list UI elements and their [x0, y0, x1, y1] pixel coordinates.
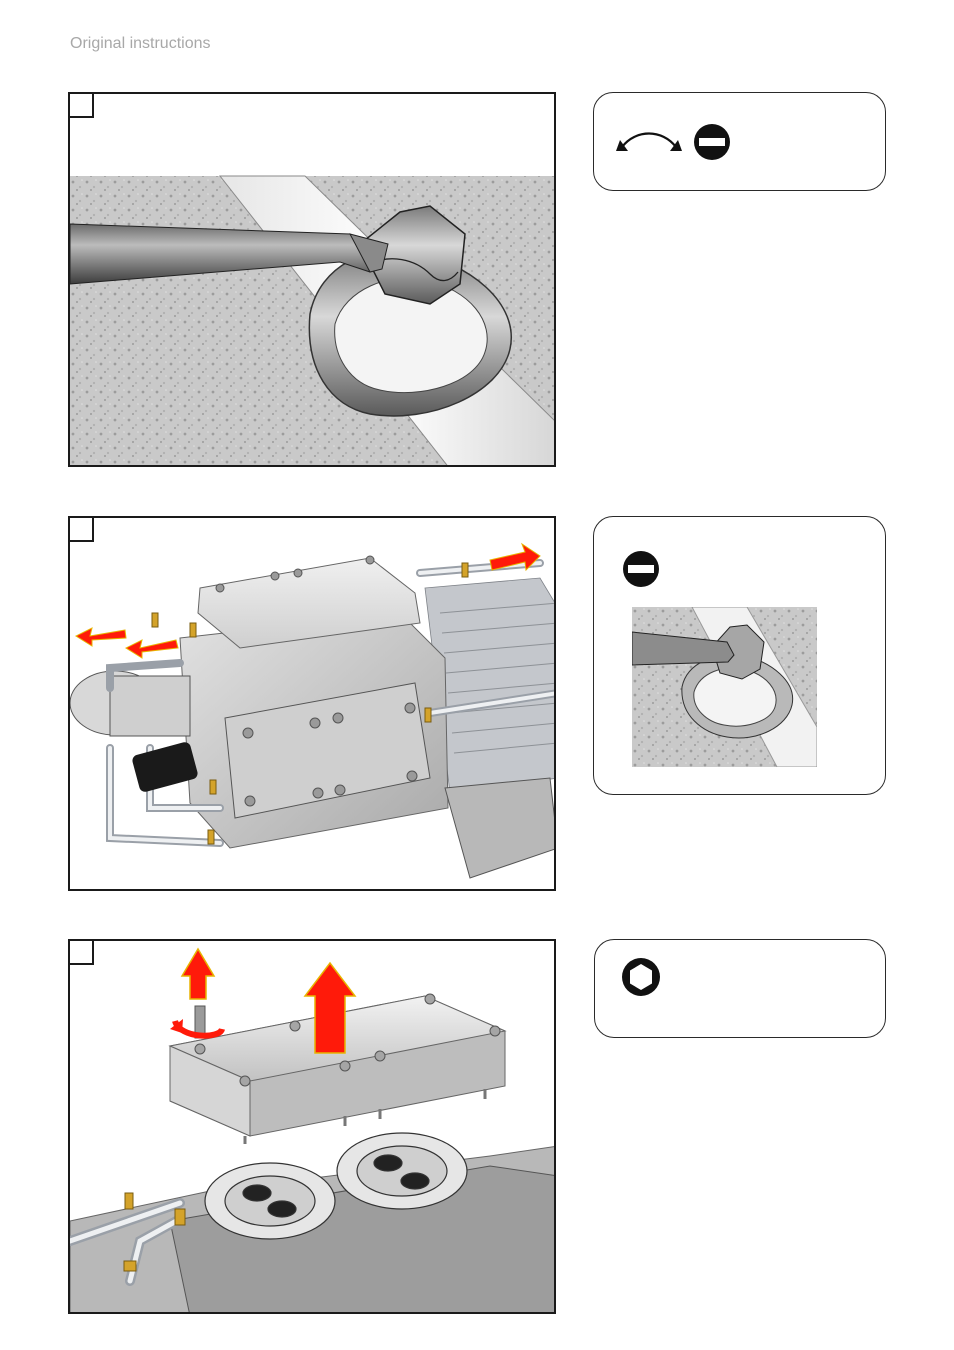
- step-3-figure: [68, 939, 556, 1314]
- step-1-tool-callout: [593, 92, 886, 191]
- step-1-number-box: [70, 94, 94, 118]
- rotate-arrows-icon: [614, 123, 684, 159]
- hex-key-icon: [621, 957, 661, 997]
- step-3-number-box: [70, 941, 94, 965]
- flat-screwdriver-icon: [693, 123, 731, 161]
- step-2-figure: [68, 516, 556, 891]
- page-header: Original instructions: [70, 35, 211, 53]
- cover-removal-illustration: [70, 941, 556, 1314]
- step-2-number-box: [70, 518, 94, 542]
- step-1-figure: [68, 92, 556, 467]
- hose-clamp-inset-photo: [632, 607, 817, 767]
- pump-hose-removal-illustration: [70, 518, 556, 891]
- step-2-tool-callout: [593, 516, 886, 795]
- flat-screwdriver-icon: [622, 550, 660, 588]
- step-3-tool-callout: [594, 939, 886, 1038]
- hose-clamp-photo: [70, 94, 556, 467]
